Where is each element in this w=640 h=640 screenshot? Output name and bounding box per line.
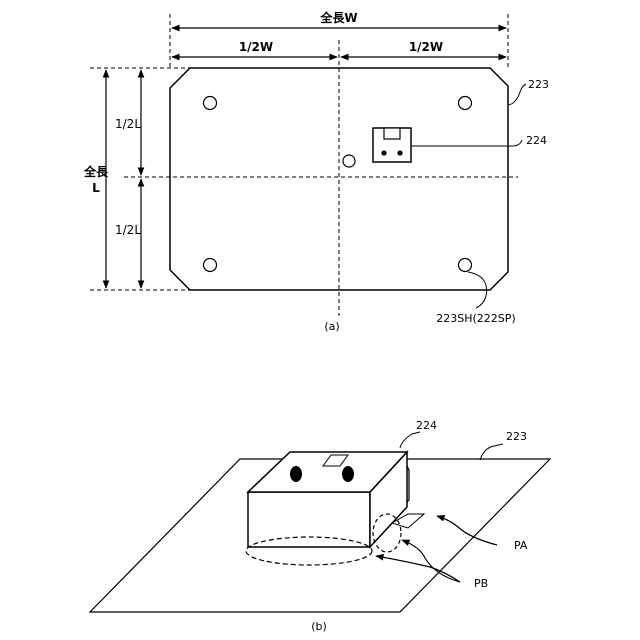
board-223-outline — [170, 68, 508, 290]
mounting-hole-bottom-left — [204, 259, 217, 272]
mounting-hole-bottom-right — [459, 259, 472, 272]
center-hole — [343, 155, 355, 167]
total-length-label-bottom: L — [92, 181, 100, 195]
component-224-front-face — [248, 492, 370, 547]
component-224-pin-right — [397, 150, 402, 155]
figure-a: 全長W 1/2W 1/2W 全長 L 1/2L 1/2L 224 223 223… — [83, 10, 549, 333]
half-length-label-upper: 1/2L — [115, 117, 141, 131]
caption-a: (a) — [324, 320, 339, 333]
leader-line-224-b — [400, 432, 420, 448]
total-width-label: 全長W — [319, 10, 357, 25]
caption-b: (b) — [311, 620, 327, 633]
board-ref-label: 223 — [528, 78, 549, 91]
half-length-label-lower: 1/2L — [115, 223, 141, 237]
component-224-hole-left — [290, 466, 302, 482]
leader-line-223 — [508, 84, 526, 105]
leader-line-224 — [411, 140, 522, 146]
hole-ref-label: 223SH(222SP) — [436, 312, 515, 325]
label-pa: PA — [514, 539, 528, 552]
mounting-hole-top-right — [459, 97, 472, 110]
board-ref-label-b: 223 — [506, 430, 527, 443]
mounting-hole-top-left — [204, 97, 217, 110]
component-ref-label: 224 — [526, 134, 547, 147]
figure-b: PA PB 224 223 (b) — [90, 419, 550, 633]
component-224-tab — [384, 128, 400, 139]
component-224-hole-right — [342, 466, 354, 482]
half-width-label-right: 1/2W — [409, 40, 443, 54]
component-224-pin-left — [381, 150, 386, 155]
leader-line-223-b — [480, 444, 503, 460]
total-length-label-top: 全長 — [83, 164, 109, 179]
component-ref-label-b: 224 — [416, 419, 437, 432]
label-pb: PB — [474, 577, 488, 590]
half-width-label-left: 1/2W — [239, 40, 273, 54]
